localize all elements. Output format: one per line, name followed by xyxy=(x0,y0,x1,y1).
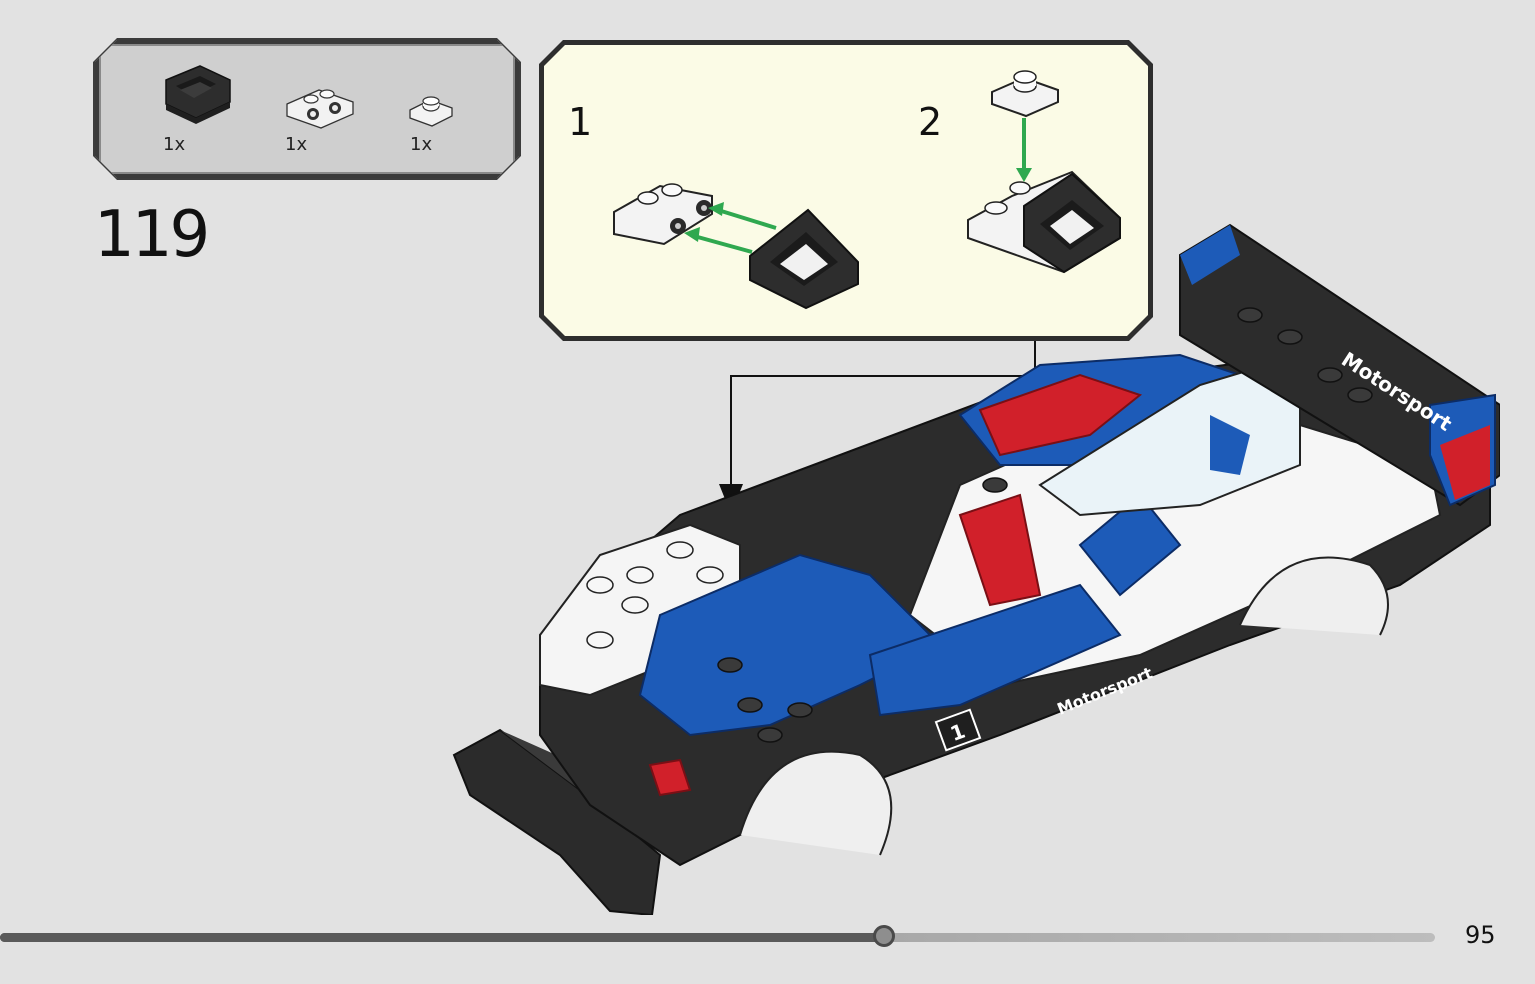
part-qty-1: 1x xyxy=(163,134,186,155)
white-plate-part-icon xyxy=(408,94,454,130)
black-slope-wedge-icon xyxy=(160,60,234,126)
dark-studs xyxy=(717,307,1373,743)
part-qty-2: 1x xyxy=(285,134,308,155)
page-number: 95 xyxy=(1465,921,1496,949)
progress-fill xyxy=(0,933,884,942)
sub-step-1-number: 1 xyxy=(568,100,593,144)
white-bracket-part-icon xyxy=(283,84,357,130)
step-number: 119 xyxy=(94,198,210,272)
part-qty-3: 1x xyxy=(410,134,433,155)
sub-step-2-number: 2 xyxy=(918,100,943,144)
race-car-model: Motorsport Motorsport 1 xyxy=(452,223,1500,915)
progress-knob[interactable] xyxy=(872,925,895,947)
front-studs xyxy=(586,541,724,649)
